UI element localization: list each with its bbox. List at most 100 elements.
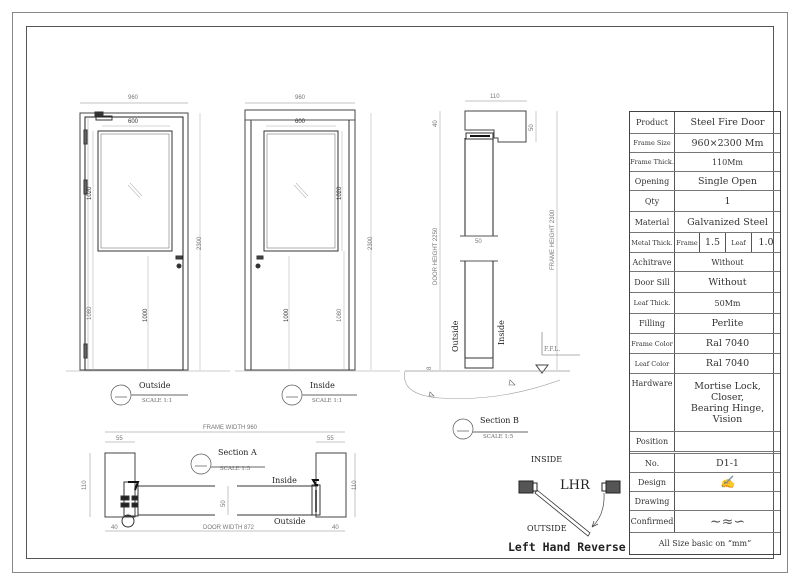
- outside-handle-height-dim: 1000: [143, 308, 149, 322]
- outside-elevation-scale: SCALE 1:1: [142, 398, 173, 404]
- spec-key: Product: [630, 112, 675, 133]
- section-a-scale: SCALE 1:5: [220, 466, 251, 472]
- section-b-head-gap-dim: 40: [433, 120, 439, 127]
- spec-value: Frame 1.5 Leaf 1.0: [675, 233, 780, 252]
- spec-value: Galvanized Steel: [687, 216, 768, 228]
- outside-total-height-dim: 2300: [197, 236, 203, 250]
- spec-value: Without: [711, 257, 744, 267]
- section-a-drawing: [89, 431, 356, 532]
- spec-row-metal-thick: Metal Thick. Frame 1.5 Leaf 1.0: [630, 233, 780, 253]
- section-b-title: Section B: [480, 416, 519, 425]
- spec-value: 1: [724, 195, 731, 207]
- outside-elevation-drawing: [66, 102, 230, 406]
- spec-key: Confirmed: [630, 511, 675, 532]
- spec-value: Steel Fire Door: [690, 117, 765, 128]
- spec-value: [675, 432, 780, 451]
- spec-key: Material: [630, 212, 675, 232]
- metal-leaf-value: 1.0: [758, 237, 774, 248]
- section-b-bottom-gap-dim: 8: [427, 366, 433, 370]
- spec-key: Frame Thick.: [630, 153, 675, 171]
- inside-lower-height-dim: 1080: [337, 308, 343, 322]
- spec-key: Qty: [630, 191, 675, 211]
- spec-value: 110Mm: [711, 157, 744, 167]
- inside-glass-width-dim: 600: [295, 119, 306, 125]
- spec-row-material: Material Galvanized Steel: [630, 212, 780, 233]
- section-b-depth-dim: 110: [490, 94, 500, 100]
- outside-glass-height-dim: 1020: [87, 186, 93, 200]
- section-a-depth-right-dim: 110: [352, 480, 358, 490]
- spec-row-drawing: Drawing: [630, 492, 780, 511]
- section-a-door-width-dim: DOOR WIDTH 872: [203, 525, 255, 531]
- spec-row-frame-size: Frame Size 960×2300 Mm: [630, 134, 780, 153]
- spec-key: No.: [630, 454, 675, 472]
- spec-key: Position: [630, 432, 675, 451]
- spec-value: Single Open: [697, 175, 758, 187]
- section-a-depth-left-dim: 110: [82, 480, 88, 490]
- section-b-leaf-thick-dim: 50: [475, 239, 482, 245]
- spec-key: Design: [630, 473, 675, 491]
- outside-glass-width-dim: 600: [128, 119, 139, 125]
- spec-value: [675, 492, 780, 510]
- section-a-rebate-left-dim: 40: [111, 525, 118, 531]
- inside-glass-height-dim: 1020: [337, 186, 343, 200]
- spec-row-leaf-thick: Leaf Thick. 50Mm: [630, 293, 780, 314]
- spec-row-opening: Opening Single Open: [630, 172, 780, 191]
- outside-frame-width-dim: 960: [128, 95, 139, 101]
- spec-key: Opening: [630, 172, 675, 190]
- spec-table: Product Steel Fire Door Frame Size 960×2…: [629, 111, 781, 555]
- section-a-frame-width-dim: FRAME WIDTH 960: [203, 425, 258, 431]
- spec-row-filling: Filling Perlite: [630, 314, 780, 334]
- section-a-outside-label: Outside: [274, 517, 306, 526]
- spec-value: Ral 7040: [705, 338, 750, 349]
- inside-frame-width-dim: 960: [295, 95, 306, 101]
- section-b-scale: SCALE 1:5: [483, 434, 514, 440]
- section-a-leaf-thick-dim: 50: [221, 500, 227, 507]
- confirmed-signature: ∼≈∽: [675, 511, 780, 532]
- inside-elevation-drawing: [235, 102, 400, 406]
- lhr-caption: Left Hand Reverse: [508, 540, 626, 554]
- section-b-inside-label: Inside: [497, 320, 506, 345]
- signature-icon: ∼≈∽: [709, 513, 746, 530]
- spec-row-achitrave: Achitrave Without: [630, 253, 780, 272]
- design-signature: ✍: [675, 473, 780, 491]
- spec-value: Mortise Lock, Closer, Bearing Hinge, Vis…: [690, 380, 765, 425]
- spec-row-position: Position: [630, 432, 780, 454]
- section-b-frame-height-dim: FRAME HEIGHT 2300: [550, 209, 556, 270]
- section-a-jamb-left-dim: 55: [116, 436, 123, 442]
- spec-row-qty: Qty 1: [630, 191, 780, 212]
- section-a-rebate-right-dim: 40: [332, 525, 339, 531]
- lhr-handing-drawing: [518, 480, 621, 537]
- spec-row-design: Design ✍: [630, 473, 780, 492]
- lhr-code: LHR: [560, 478, 590, 493]
- spec-key: Leaf Thick.: [630, 293, 675, 313]
- section-a-jamb-right-dim: 55: [327, 436, 334, 442]
- section-b-door-height-dim: DOOR HEIGHT 2250: [433, 227, 439, 285]
- spec-row-frame-color: Frame Color Ral 7040: [630, 334, 780, 354]
- sheet-outer-border: [12, 12, 788, 573]
- spec-value: 960×2300 Mm: [691, 137, 764, 149]
- spec-key: Filling: [630, 314, 675, 333]
- inside-handle-height-dim: 1000: [284, 308, 290, 322]
- spec-footer: All Size basic on “mm”: [658, 539, 752, 548]
- spec-row-confirmed: Confirmed ∼≈∽: [630, 511, 780, 533]
- spec-key: Leaf Color: [630, 354, 675, 373]
- section-b-ffl-label: F.F.L.: [544, 346, 561, 353]
- lhr-outside-label: OUTSIDE: [527, 524, 567, 533]
- spec-row-leaf-color: Leaf Color Ral 7040: [630, 354, 780, 374]
- inside-elevation-title: Inside: [310, 381, 335, 390]
- signature-icon: ✍: [720, 475, 735, 489]
- outside-lower-height-dim: 1080: [87, 306, 93, 320]
- section-b-frame-face-dim: 50: [529, 124, 535, 131]
- metal-frame-label: Frame: [675, 233, 700, 252]
- section-a-title: Section A: [218, 448, 257, 457]
- spec-key: Hardware: [630, 374, 675, 431]
- spec-footer-row: All Size basic on “mm”: [630, 533, 780, 554]
- section-b-outside-label: Outside: [451, 320, 460, 352]
- spec-value: Ral 7040: [705, 358, 750, 369]
- spec-value: Without: [708, 276, 747, 288]
- metal-frame-value: 1.5: [700, 233, 726, 252]
- inside-elevation-scale: SCALE 1:1: [312, 398, 343, 404]
- spec-value: Perlite: [711, 318, 744, 329]
- inside-total-height-dim: 2300: [368, 236, 374, 250]
